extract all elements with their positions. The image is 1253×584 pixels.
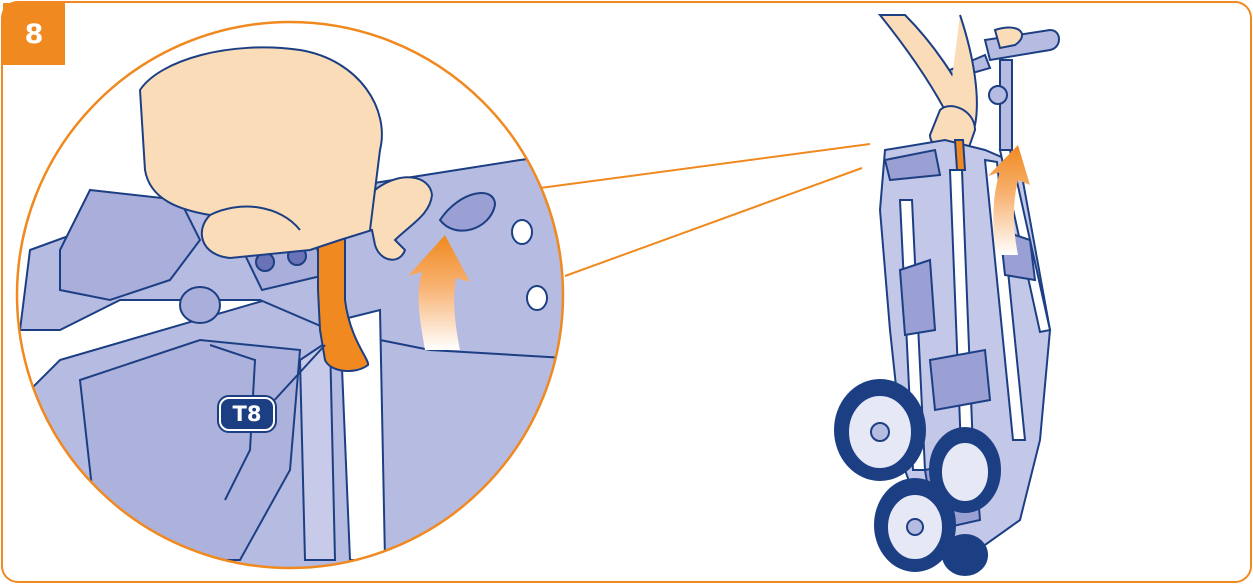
folded-stroller-icon (835, 15, 1059, 575)
step-number-badge: 8 (3, 3, 65, 65)
rivet (180, 287, 220, 323)
zoom-connector (540, 144, 870, 276)
zoom-detail (0, 0, 600, 584)
part-label-t8: T8 (219, 397, 275, 431)
